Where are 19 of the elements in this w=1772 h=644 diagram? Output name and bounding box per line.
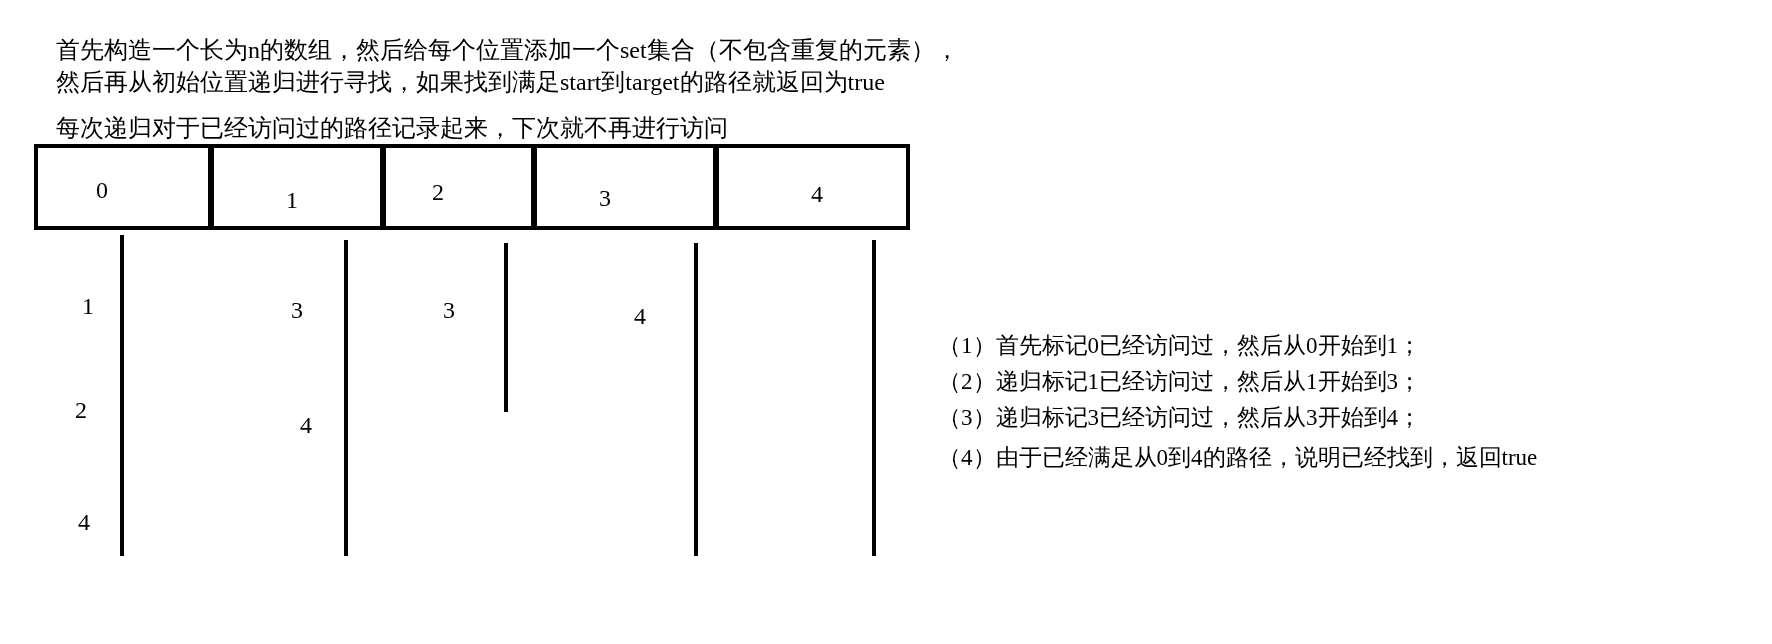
description-text: 每次递归对于已经访问过的路径记录起来，下次就不再进行访问: [56, 116, 728, 140]
array-cell: 0: [34, 144, 212, 230]
description-text: 然后再从初始位置递归进行寻找，如果找到满足start到target的路径就返回为true: [56, 70, 885, 94]
set-element: 4: [300, 413, 312, 437]
set-element: 2: [75, 398, 87, 422]
set-element: 1: [82, 294, 94, 318]
set-element: 3: [443, 298, 455, 322]
array-cell: 1: [210, 144, 384, 230]
set-element: 4: [634, 304, 646, 328]
set-element: 4: [78, 510, 90, 534]
set-element: 3: [291, 298, 303, 322]
step-note: （2）递归标记1已经访问过，然后从1开始到3；: [938, 370, 1421, 393]
array-cell: 4: [715, 144, 910, 230]
description-text: 首先构造一个长为n的数组，然后给每个位置添加一个set集合（不包含重复的元素），: [56, 38, 959, 62]
array-cell: 2: [382, 144, 535, 230]
array-cell: 3: [533, 144, 717, 230]
step-note: （3）递归标记3已经访问过，然后从3开始到4；: [938, 406, 1421, 429]
step-note: （1）首先标记0已经访问过，然后从0开始到1；: [938, 334, 1421, 357]
step-note: （4）由于已经满足从0到4的路径，说明已经找到，返回true: [938, 446, 1538, 469]
